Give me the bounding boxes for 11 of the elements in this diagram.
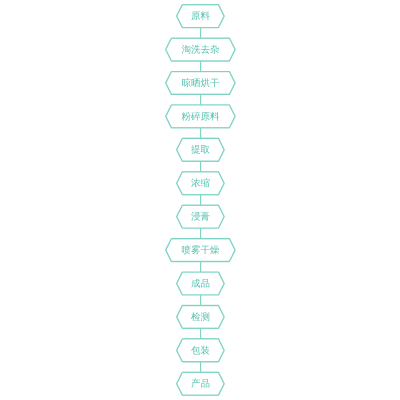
connector [200, 94, 201, 106]
connector [200, 362, 201, 373]
connector [200, 128, 201, 139]
connector [200, 28, 201, 38]
connector [200, 228, 201, 240]
connector [200, 262, 201, 272]
connector [200, 328, 201, 340]
connector [200, 194, 201, 206]
connector [200, 295, 201, 306]
connector [200, 61, 201, 72]
connector [200, 162, 201, 172]
